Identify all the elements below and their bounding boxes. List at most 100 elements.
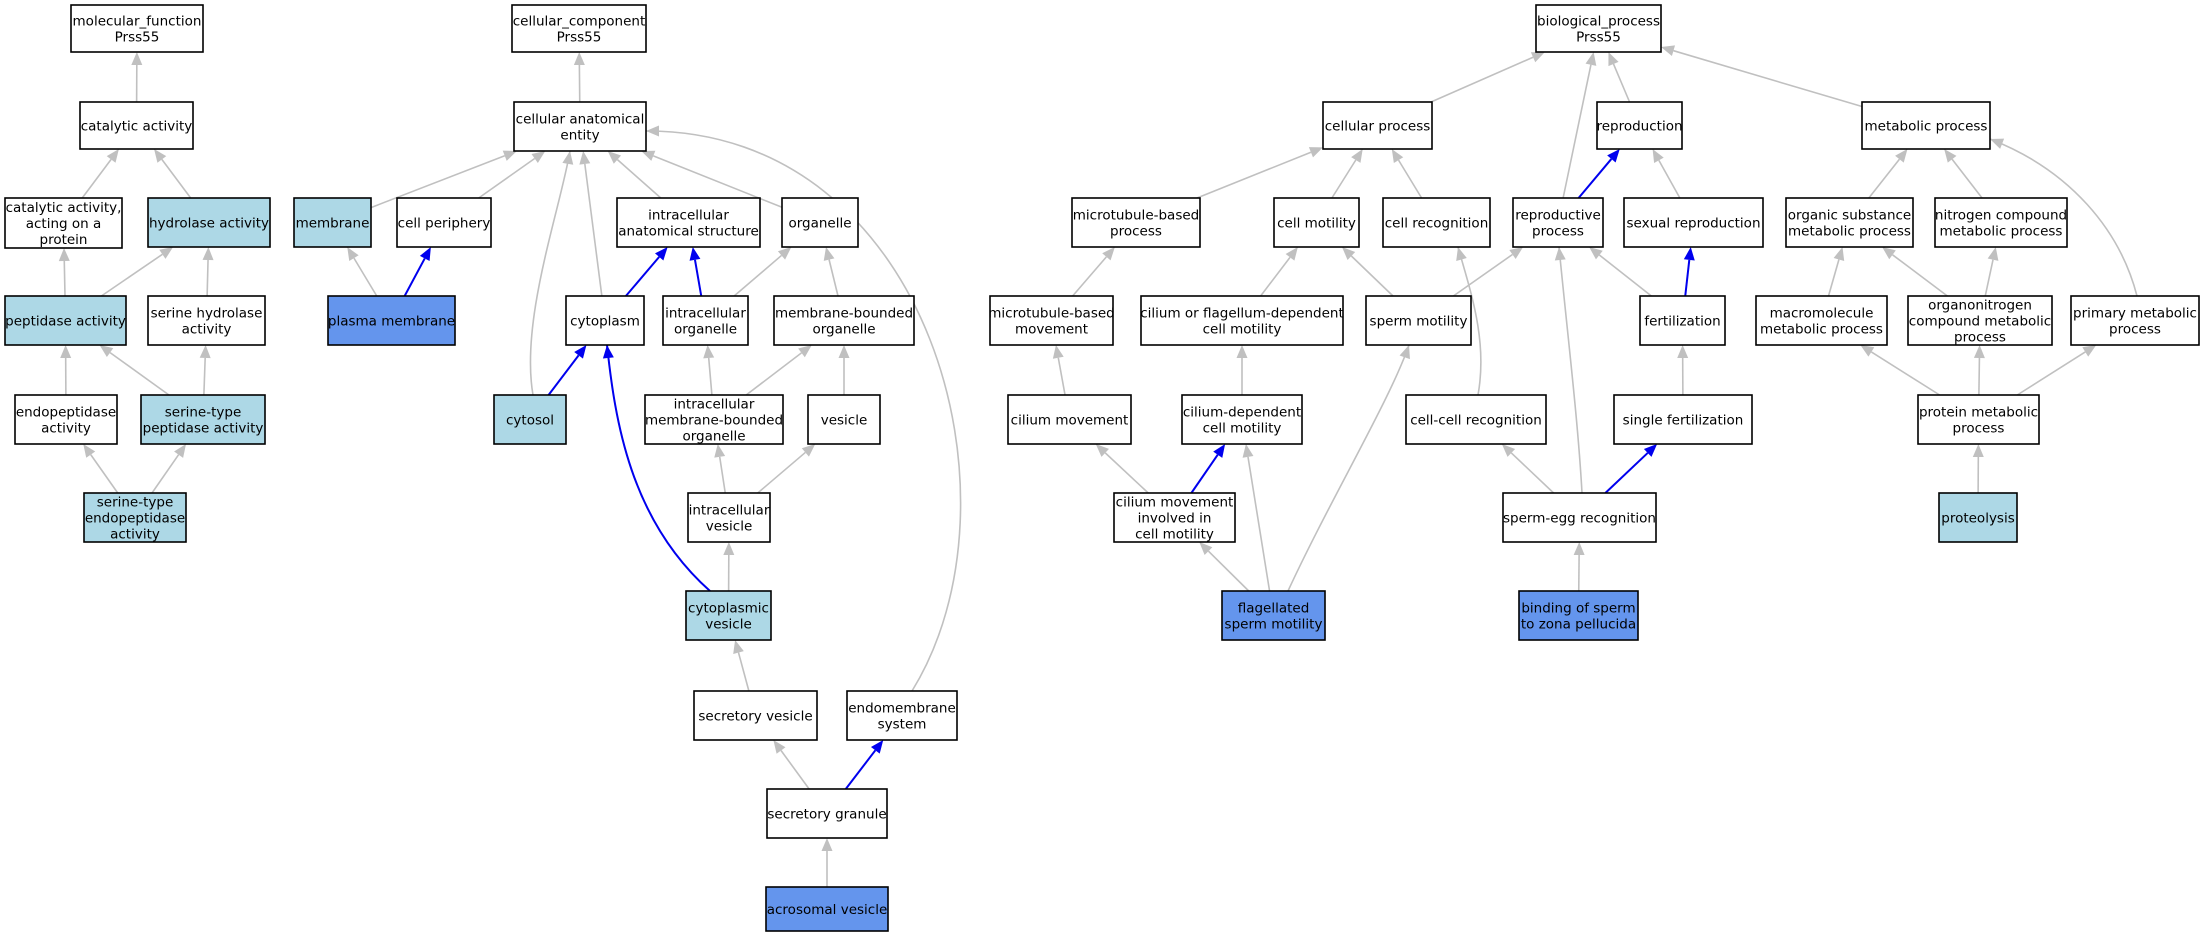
node-label-line: plasma membrane — [328, 314, 455, 330]
arrow-head — [1677, 345, 1689, 359]
node-label-line: membrane-bounded — [645, 413, 783, 429]
node-label-line: metabolic process — [1760, 322, 1883, 338]
edge-peptidase-to-hydrolase — [100, 247, 174, 297]
edge-cm-involved-to-cilium-movement — [1095, 444, 1149, 494]
node-sexual-repro[interactable]: sexual reproduction — [1623, 197, 1764, 248]
node-label-line: involved in — [1138, 511, 1212, 527]
arrow-head — [1973, 345, 1985, 359]
node-secretory-granule[interactable]: secretory granule — [766, 788, 888, 839]
node-label-line: reproduction — [1596, 119, 1682, 135]
node-peptidase[interactable]: peptidase activity — [4, 295, 127, 346]
node-label-line: organelle — [812, 322, 875, 338]
node-box — [70, 4, 204, 53]
node-label-line: fertilization — [1644, 314, 1720, 330]
node-label-line: microtubule-based — [1073, 208, 1200, 224]
node-cc-recognition[interactable]: cell-cell recognition — [1405, 394, 1547, 445]
node-cell-recognition[interactable]: cell recognition — [1382, 197, 1491, 248]
node-cytosol[interactable]: cytosol — [493, 394, 567, 445]
edge-line — [1287, 344, 1410, 592]
edge-line — [547, 354, 580, 396]
node-cell-periphery[interactable]: cell periphery — [396, 197, 492, 248]
node-label-line: system — [878, 717, 927, 733]
edge-cell-motility-to-cellular-process — [1331, 149, 1363, 199]
arrow-head — [1501, 444, 1516, 457]
node-fertilization[interactable]: fertilization — [1639, 295, 1726, 346]
node-box — [1861, 101, 1991, 150]
node-acrosomal[interactable]: acrosomal vesicle — [765, 886, 889, 932]
node-reproduction[interactable]: reproduction — [1596, 101, 1683, 150]
edge-line — [370, 154, 506, 209]
node-cellular-process[interactable]: cellular process — [1322, 101, 1433, 150]
edge-ias-to-cae — [607, 151, 662, 199]
node-metabolic[interactable]: metabolic process — [1861, 101, 1991, 150]
node-plasma-membrane[interactable]: plasma membrane — [327, 295, 456, 346]
arrow-head — [419, 247, 431, 262]
node-cilium-movement[interactable]: cilium movement — [1007, 394, 1132, 445]
arrow-head — [1652, 149, 1664, 164]
edge-cyto-vesicle-to-cytoplasm — [602, 344, 711, 592]
node-proteolysis[interactable]: proteolysis — [1938, 492, 2018, 543]
node-single-fert[interactable]: single fertilization — [1613, 394, 1753, 445]
node-cell-motility[interactable]: cell motility — [1273, 197, 1360, 248]
arrow-head — [1573, 542, 1585, 556]
node-hydrolase[interactable]: hydrolase activity — [147, 197, 271, 248]
edge-line — [707, 357, 713, 396]
edge-intra-vesicle-to-vesicle — [757, 444, 816, 494]
edge-line — [1190, 454, 1219, 494]
node-cytoplasm[interactable]: cytoplasm — [565, 295, 645, 346]
edge-intra-organelle-to-ias — [689, 247, 703, 297]
edge-line — [81, 158, 112, 199]
edge-reproductive-process-to-reproduction — [1577, 149, 1620, 199]
node-box — [1071, 197, 1201, 248]
node-membrane[interactable]: membrane — [293, 197, 372, 248]
edge-line — [1196, 151, 1312, 199]
node-box — [1140, 295, 1344, 346]
edge-cytosol-to-cytoplasm — [547, 345, 587, 396]
node-sperm-motility[interactable]: sperm motility — [1365, 295, 1472, 346]
node-secretory-vesicle[interactable]: secretory vesicle — [693, 690, 818, 741]
node-box — [1322, 101, 1433, 150]
node-sperm-egg[interactable]: sperm-egg recognition — [1502, 492, 1657, 543]
node-box — [807, 394, 881, 445]
edge-line — [1057, 357, 1066, 396]
node-organelle[interactable]: organelle — [781, 197, 859, 248]
node-box — [846, 690, 958, 741]
edge-line — [2016, 351, 2086, 396]
edge-line — [1397, 159, 1423, 199]
edge-binding-zona-to-sperm-egg — [1573, 542, 1585, 592]
node-catalytic[interactable]: catalytic activity — [79, 101, 194, 150]
node-vesicle[interactable]: vesicle — [807, 394, 881, 445]
node-box — [1181, 394, 1303, 445]
